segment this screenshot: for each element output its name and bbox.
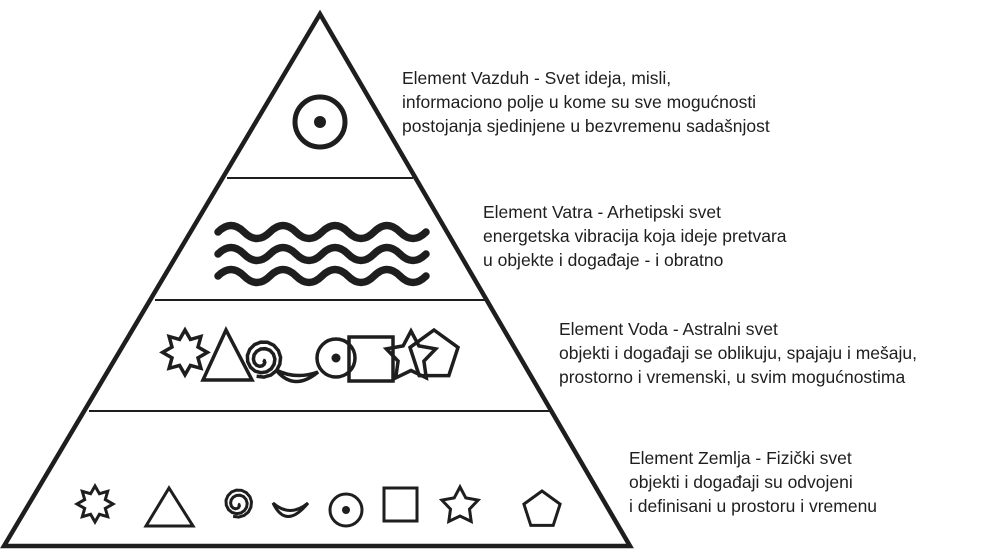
- air-line-2: informaciono polje u kome su sve mogućno…: [402, 92, 756, 112]
- water-line-2: objekti i događaji se oblikuju, spajaju …: [559, 343, 917, 363]
- crescent-icon: [274, 368, 320, 384]
- water-line-3: prostorno i vremenski, u svim mogućnosti…: [559, 367, 905, 387]
- water-description: Element Voda - Astralni svet objekti i d…: [559, 319, 922, 387]
- spiral-icon: [224, 488, 254, 519]
- pyramid-outline: [0, 9, 634, 549]
- earth-line-3: i definisani u prostoru i vremenu: [629, 496, 877, 516]
- star-icon: [438, 483, 482, 524]
- crescent-icon: [271, 501, 310, 518]
- pentagon-icon: [407, 327, 461, 378]
- air-description: Element Vazduh - Svet ideja, misli, info…: [402, 68, 770, 136]
- circled-dot-icon: [292, 94, 348, 150]
- wave-lines-icon: [214, 221, 430, 287]
- earth-symbols: [73, 482, 562, 528]
- square-icon: [382, 486, 419, 523]
- pentagon-icon: [522, 489, 562, 527]
- earth-line-2: objekti i događaji su odvojeni: [629, 472, 853, 492]
- fire-description: Element Vatra - Arhetipski svet energets…: [483, 202, 791, 270]
- earth-line-1: Element Zemlja - Fizički svet: [629, 448, 852, 468]
- circled-dot-center: [314, 116, 326, 128]
- fire-line-2: energetska vibracija koja ideje pretvara: [483, 226, 787, 246]
- pyramid: [0, 9, 634, 549]
- air-line-1: Element Vazduh - Svet ideja, misli,: [402, 68, 671, 88]
- air-symbol: [292, 94, 348, 150]
- triangle-icon: [200, 326, 255, 382]
- water-symbols: [159, 326, 461, 384]
- triangle-icon: [143, 485, 196, 528]
- earth-description: Element Zemlja - Fizički svet objekti i …: [629, 448, 877, 516]
- square-icon: [347, 335, 395, 383]
- earth-circled-dot-center: [342, 506, 350, 514]
- eight-point-star-icon: [73, 482, 117, 526]
- eight-point-star-icon: [159, 326, 211, 379]
- water-circled-dot-center: [331, 353, 341, 363]
- circled-dot-icon: [315, 337, 357, 379]
- air-line-3: postojanja sjedinjene u bezvremenu sadaš…: [402, 116, 770, 136]
- star-icon: [382, 327, 440, 381]
- fire-line-3: u objekte i događaje - i obratno: [483, 250, 723, 270]
- water-line-1: Element Voda - Astralni svet: [559, 319, 778, 339]
- spiral-icon: [245, 340, 283, 379]
- circled-dot-icon: [328, 492, 364, 528]
- fire-symbol: [214, 221, 430, 287]
- fire-line-1: Element Vatra - Arhetipski svet: [483, 202, 721, 222]
